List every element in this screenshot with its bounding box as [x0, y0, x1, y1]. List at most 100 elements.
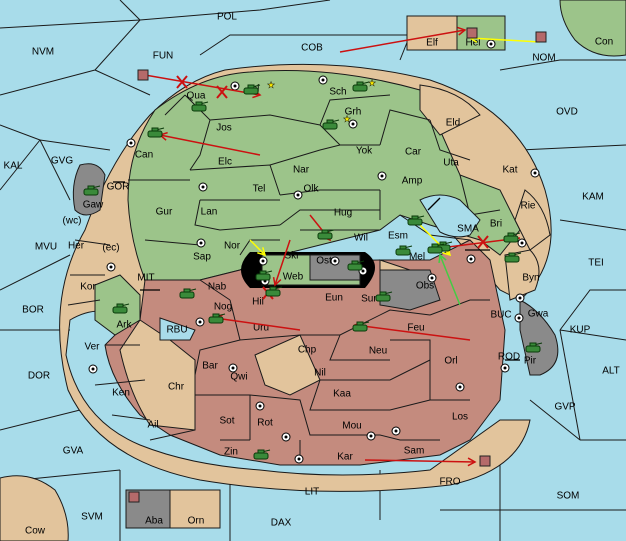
- tank-icon[interactable]: [504, 252, 522, 263]
- province-label-nog: Nog: [214, 302, 232, 313]
- move-arrow: [364, 457, 477, 467]
- province-label-sot: Sot: [219, 416, 234, 427]
- tank-icon[interactable]: [147, 127, 165, 138]
- sea-label-fro: FRO: [439, 477, 460, 488]
- sea-label-pol: POL: [217, 12, 237, 23]
- tank-icon[interactable]: [525, 342, 543, 353]
- province-label-car: Car: [405, 147, 422, 158]
- supply-center-icon: [391, 426, 401, 436]
- province-label-orl: Orl: [444, 356, 457, 367]
- region-hel[interactable]: [456, 15, 506, 51]
- sea-label-dor: DOR: [28, 371, 50, 382]
- tank-icon[interactable]: [191, 101, 209, 112]
- province-label-hug: Hug: [334, 208, 352, 219]
- province-label-ail: Ail: [147, 420, 158, 431]
- tank-icon[interactable]: [375, 291, 393, 302]
- province-label-ark: Ark: [117, 320, 133, 331]
- ship-icon[interactable]: [137, 69, 149, 81]
- tank-icon[interactable]: [255, 270, 273, 281]
- supply-center-icon: [293, 190, 303, 200]
- tank-icon[interactable]: [83, 185, 101, 196]
- region-rie[interactable]: [514, 189, 551, 251]
- tank-icon[interactable]: [427, 243, 445, 254]
- province-label-qua: Qua: [187, 91, 206, 102]
- tank-icon[interactable]: [317, 229, 335, 240]
- province-label-orn: Orn: [188, 516, 205, 527]
- tank-icon[interactable]: [112, 303, 130, 314]
- supply-center-icon: [455, 382, 465, 392]
- supply-center-icon: [427, 273, 437, 283]
- star-icon: ★: [267, 80, 275, 90]
- province-label-kor: Kor: [80, 282, 96, 293]
- units: ★★★: [83, 27, 547, 503]
- tank-icon[interactable]: [208, 313, 226, 324]
- tank-icon[interactable]: [179, 288, 197, 299]
- province-label-byn: Byn: [522, 273, 539, 284]
- province-label-nar: Nar: [293, 165, 310, 176]
- province-label-sam: Sam: [404, 446, 425, 457]
- region-eld[interactable]: [419, 84, 481, 136]
- tank-icon[interactable]: [253, 449, 271, 460]
- supply-center-icon: [486, 39, 496, 49]
- province-label-elf: Elf: [426, 38, 438, 49]
- tank-icon[interactable]: [503, 232, 521, 243]
- tank-icon[interactable]: [352, 321, 370, 332]
- cancel-mark-icon: [477, 235, 489, 249]
- province-label-hil: Hil: [252, 297, 264, 308]
- tank-icon[interactable]: [322, 119, 340, 130]
- tank-icon[interactable]: [407, 215, 425, 226]
- province-label-chp: Chp: [298, 345, 317, 356]
- ship-icon[interactable]: [466, 27, 478, 39]
- supply-center-icon: [230, 81, 240, 91]
- supply-center-icon: [196, 238, 206, 248]
- tank-icon[interactable]: [265, 286, 283, 297]
- province-label-mel: Mel: [409, 252, 425, 263]
- province-label-neu: Neu: [369, 346, 387, 357]
- region-ost[interactable]: [309, 254, 361, 281]
- province-label-sch: Sch: [329, 87, 346, 98]
- convoy-route-icon: [427, 197, 441, 211]
- supply-center-icon: [514, 313, 524, 323]
- sea-label-gvg: GVG: [51, 156, 73, 167]
- tank-icon[interactable]: [395, 245, 413, 256]
- tank-icon[interactable]: [243, 84, 261, 95]
- province-label-zin: Zin: [224, 447, 238, 458]
- supply-center-icon: [318, 75, 328, 85]
- supply-center-icon: [255, 401, 265, 411]
- sea-label-bor: BOR: [22, 305, 44, 316]
- sea-label-rod: ROD: [498, 352, 520, 363]
- sea-label-ec: (ec): [102, 243, 119, 254]
- province-borders: [67, 94, 501, 460]
- province-label-gaw: Gaw: [83, 200, 104, 211]
- sma-passage: [419, 194, 481, 238]
- region-con[interactable]: [559, 0, 626, 57]
- province-label-bar: Bar: [202, 361, 218, 372]
- sea-label-nvm: NVM: [32, 47, 54, 58]
- region-orn[interactable]: [169, 489, 221, 529]
- province-label-tel: Tel: [253, 184, 266, 195]
- ship-icon[interactable]: [128, 491, 140, 503]
- move-arrow: [272, 239, 291, 287]
- province-label-hel: Hel: [465, 38, 480, 49]
- province-label-aba: Aba: [145, 516, 163, 527]
- ship-icon[interactable]: [535, 31, 547, 43]
- sea-label-gva: GVA: [63, 446, 84, 457]
- cancel-mark-icon: [216, 85, 228, 99]
- sea-label-sma: SMA: [457, 224, 479, 235]
- sea-label-ovd: OVD: [556, 107, 578, 118]
- supply-center-icon: [530, 168, 540, 178]
- region-nil[interactable]: [254, 334, 321, 396]
- supply-center-icon: [500, 363, 510, 373]
- tank-icon[interactable]: [352, 81, 370, 92]
- region-cow[interactable]: [0, 475, 69, 541]
- move-arrow: [438, 253, 461, 306]
- province-label-gur: Gur: [156, 207, 173, 218]
- ship-icon[interactable]: [479, 455, 491, 467]
- tank-icon[interactable]: [347, 260, 365, 271]
- province-label-elc: Elc: [218, 157, 232, 168]
- sea-label-dax: DAX: [271, 518, 292, 529]
- region-pir[interactable]: [519, 299, 559, 376]
- sea-label-lit: LIT: [305, 487, 319, 498]
- region-chr[interactable]: [119, 319, 196, 431]
- province-label-feu: Feu: [407, 323, 424, 334]
